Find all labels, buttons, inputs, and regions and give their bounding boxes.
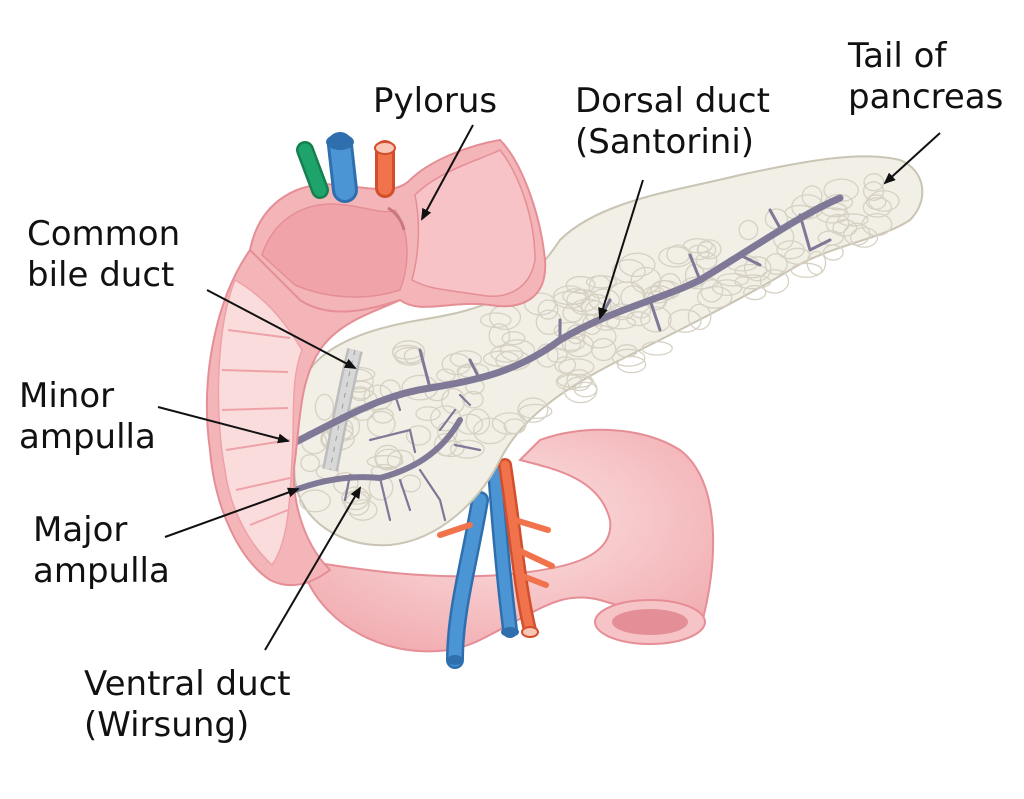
- pancreas-lobule: [554, 356, 577, 374]
- label-line: Pylorus: [373, 81, 498, 121]
- pancreas-lobule: [518, 403, 553, 420]
- pancreas-lobule: [565, 275, 596, 294]
- pancreas-lobule: [392, 340, 426, 364]
- pancreas-lobule: [523, 292, 557, 316]
- pancreas-lobule: [503, 418, 526, 435]
- pancreas-lobule: [822, 244, 844, 261]
- arrow-tail: [883, 132, 941, 185]
- pancreas-lobule: [573, 381, 598, 398]
- pancreas-lobule: [697, 239, 722, 260]
- pancreas-lobule: [347, 499, 378, 521]
- pancreas-lobule: [314, 393, 335, 421]
- pancreas-lobule: [640, 306, 672, 333]
- pancreas-lobule: [415, 406, 441, 422]
- pancreas-lobule: [537, 299, 559, 320]
- label-pylorus: Pylorus: [373, 81, 497, 122]
- pancreas-lobule: [491, 412, 527, 435]
- pancreas-lobule: [776, 240, 805, 260]
- pancreas-lobule: [582, 324, 617, 349]
- pancreas-lobule: [449, 439, 485, 459]
- pancreas-lobule: [687, 303, 712, 331]
- pancreas-lobule: [375, 448, 403, 470]
- pancreas-lobule: [298, 489, 331, 513]
- pancreas-lobule: [557, 373, 594, 389]
- arrow-common-bile-duct: [206, 289, 357, 369]
- pancreas-lobule: [374, 444, 402, 471]
- label-line: (Santorini): [575, 122, 755, 162]
- pancreas-lobule: [490, 344, 524, 363]
- label-minor-ampulla: Minor ampulla: [19, 376, 156, 458]
- pancreas-lobule: [743, 284, 767, 301]
- top-vessels: [296, 132, 396, 203]
- pancreas-lobule: [743, 256, 772, 282]
- pancreas-lobule: [501, 331, 526, 346]
- pancreas-lobule: [611, 259, 646, 284]
- pancreas-lobule: [300, 453, 320, 473]
- mesenteric-vessels: [437, 458, 555, 669]
- leader-arrows: [157, 124, 941, 651]
- pancreas-lobule: [553, 290, 588, 306]
- pancreas-lobule: [801, 185, 823, 208]
- arrow-ventral-duct: [264, 486, 362, 651]
- label-line: bile duct: [27, 255, 175, 295]
- label-line: ampulla: [19, 417, 156, 457]
- arrow-dorsal-duct: [598, 179, 644, 320]
- pancreas-lobule: [717, 272, 749, 287]
- label-line: pancreas: [848, 77, 1004, 117]
- label-line: Ventral duct: [84, 664, 291, 704]
- pancreas-lobule: [488, 323, 511, 348]
- pancreas-lobule: [695, 251, 718, 270]
- pancreas-lobule: [606, 316, 637, 330]
- pancreas-lobule: [837, 213, 869, 227]
- label-line: Tail of: [848, 36, 947, 76]
- pancreas-lobule: [862, 197, 893, 218]
- label-tail-of-pancreas: Tail of pancreas: [848, 36, 1003, 118]
- pancreas-lobule: [667, 309, 702, 333]
- label-line: (Wirsung): [84, 705, 250, 745]
- label-line: Major: [33, 510, 128, 550]
- pancreas-lobule: [641, 341, 673, 356]
- pancreas-lobule: [849, 227, 879, 248]
- pancreas-lobule: [436, 368, 456, 383]
- label-dorsal-duct: Dorsal duct (Santorini): [575, 81, 770, 163]
- label-major-ampulla: Major ampulla: [33, 510, 170, 592]
- duodenum-lower-loop: [298, 428, 715, 653]
- arrow-pylorus: [421, 124, 474, 221]
- duodenum-and-stomach: [205, 138, 547, 587]
- pancreas-lobule: [764, 253, 788, 276]
- pancreas-lobule: [825, 213, 850, 234]
- label-line: Common: [27, 214, 181, 254]
- pancreas-lobule: [590, 337, 617, 362]
- pancreas-lobule: [626, 311, 651, 327]
- pancreas-lobule: [738, 219, 759, 241]
- label-line: Minor: [19, 376, 115, 416]
- pancreas-lobule: [618, 252, 656, 278]
- pancreas-lobule: [566, 289, 600, 313]
- pancreas-lobule: [861, 212, 893, 237]
- pancreas-lobule: [449, 350, 482, 369]
- label-ventral-duct: Ventral duct (Wirsung): [84, 664, 291, 746]
- pancreas-lobule: [465, 408, 491, 436]
- pancreas-lobule: [759, 268, 790, 294]
- pancreas-lobule: [564, 333, 595, 358]
- pancreas-lobule: [734, 274, 772, 290]
- arrow-major-ampulla: [164, 487, 300, 538]
- pancreas-lobule: [616, 355, 647, 374]
- pancreas-lobule: [630, 266, 662, 294]
- pancreas-lobule: [462, 390, 484, 409]
- pancreas-lobule: [405, 425, 432, 446]
- label-line: ampulla: [33, 551, 170, 591]
- pancreas-lobule: [868, 190, 900, 212]
- label-line: Dorsal duct: [575, 81, 770, 121]
- pancreas-lobule: [790, 262, 823, 278]
- arrow-minor-ampulla: [157, 406, 290, 444]
- pancreatic-ducts: [286, 194, 844, 522]
- label-common-bile-duct: Common bile duct: [27, 214, 180, 296]
- pancreas-lobule: [517, 397, 549, 423]
- pancreas-lobule: [816, 207, 850, 224]
